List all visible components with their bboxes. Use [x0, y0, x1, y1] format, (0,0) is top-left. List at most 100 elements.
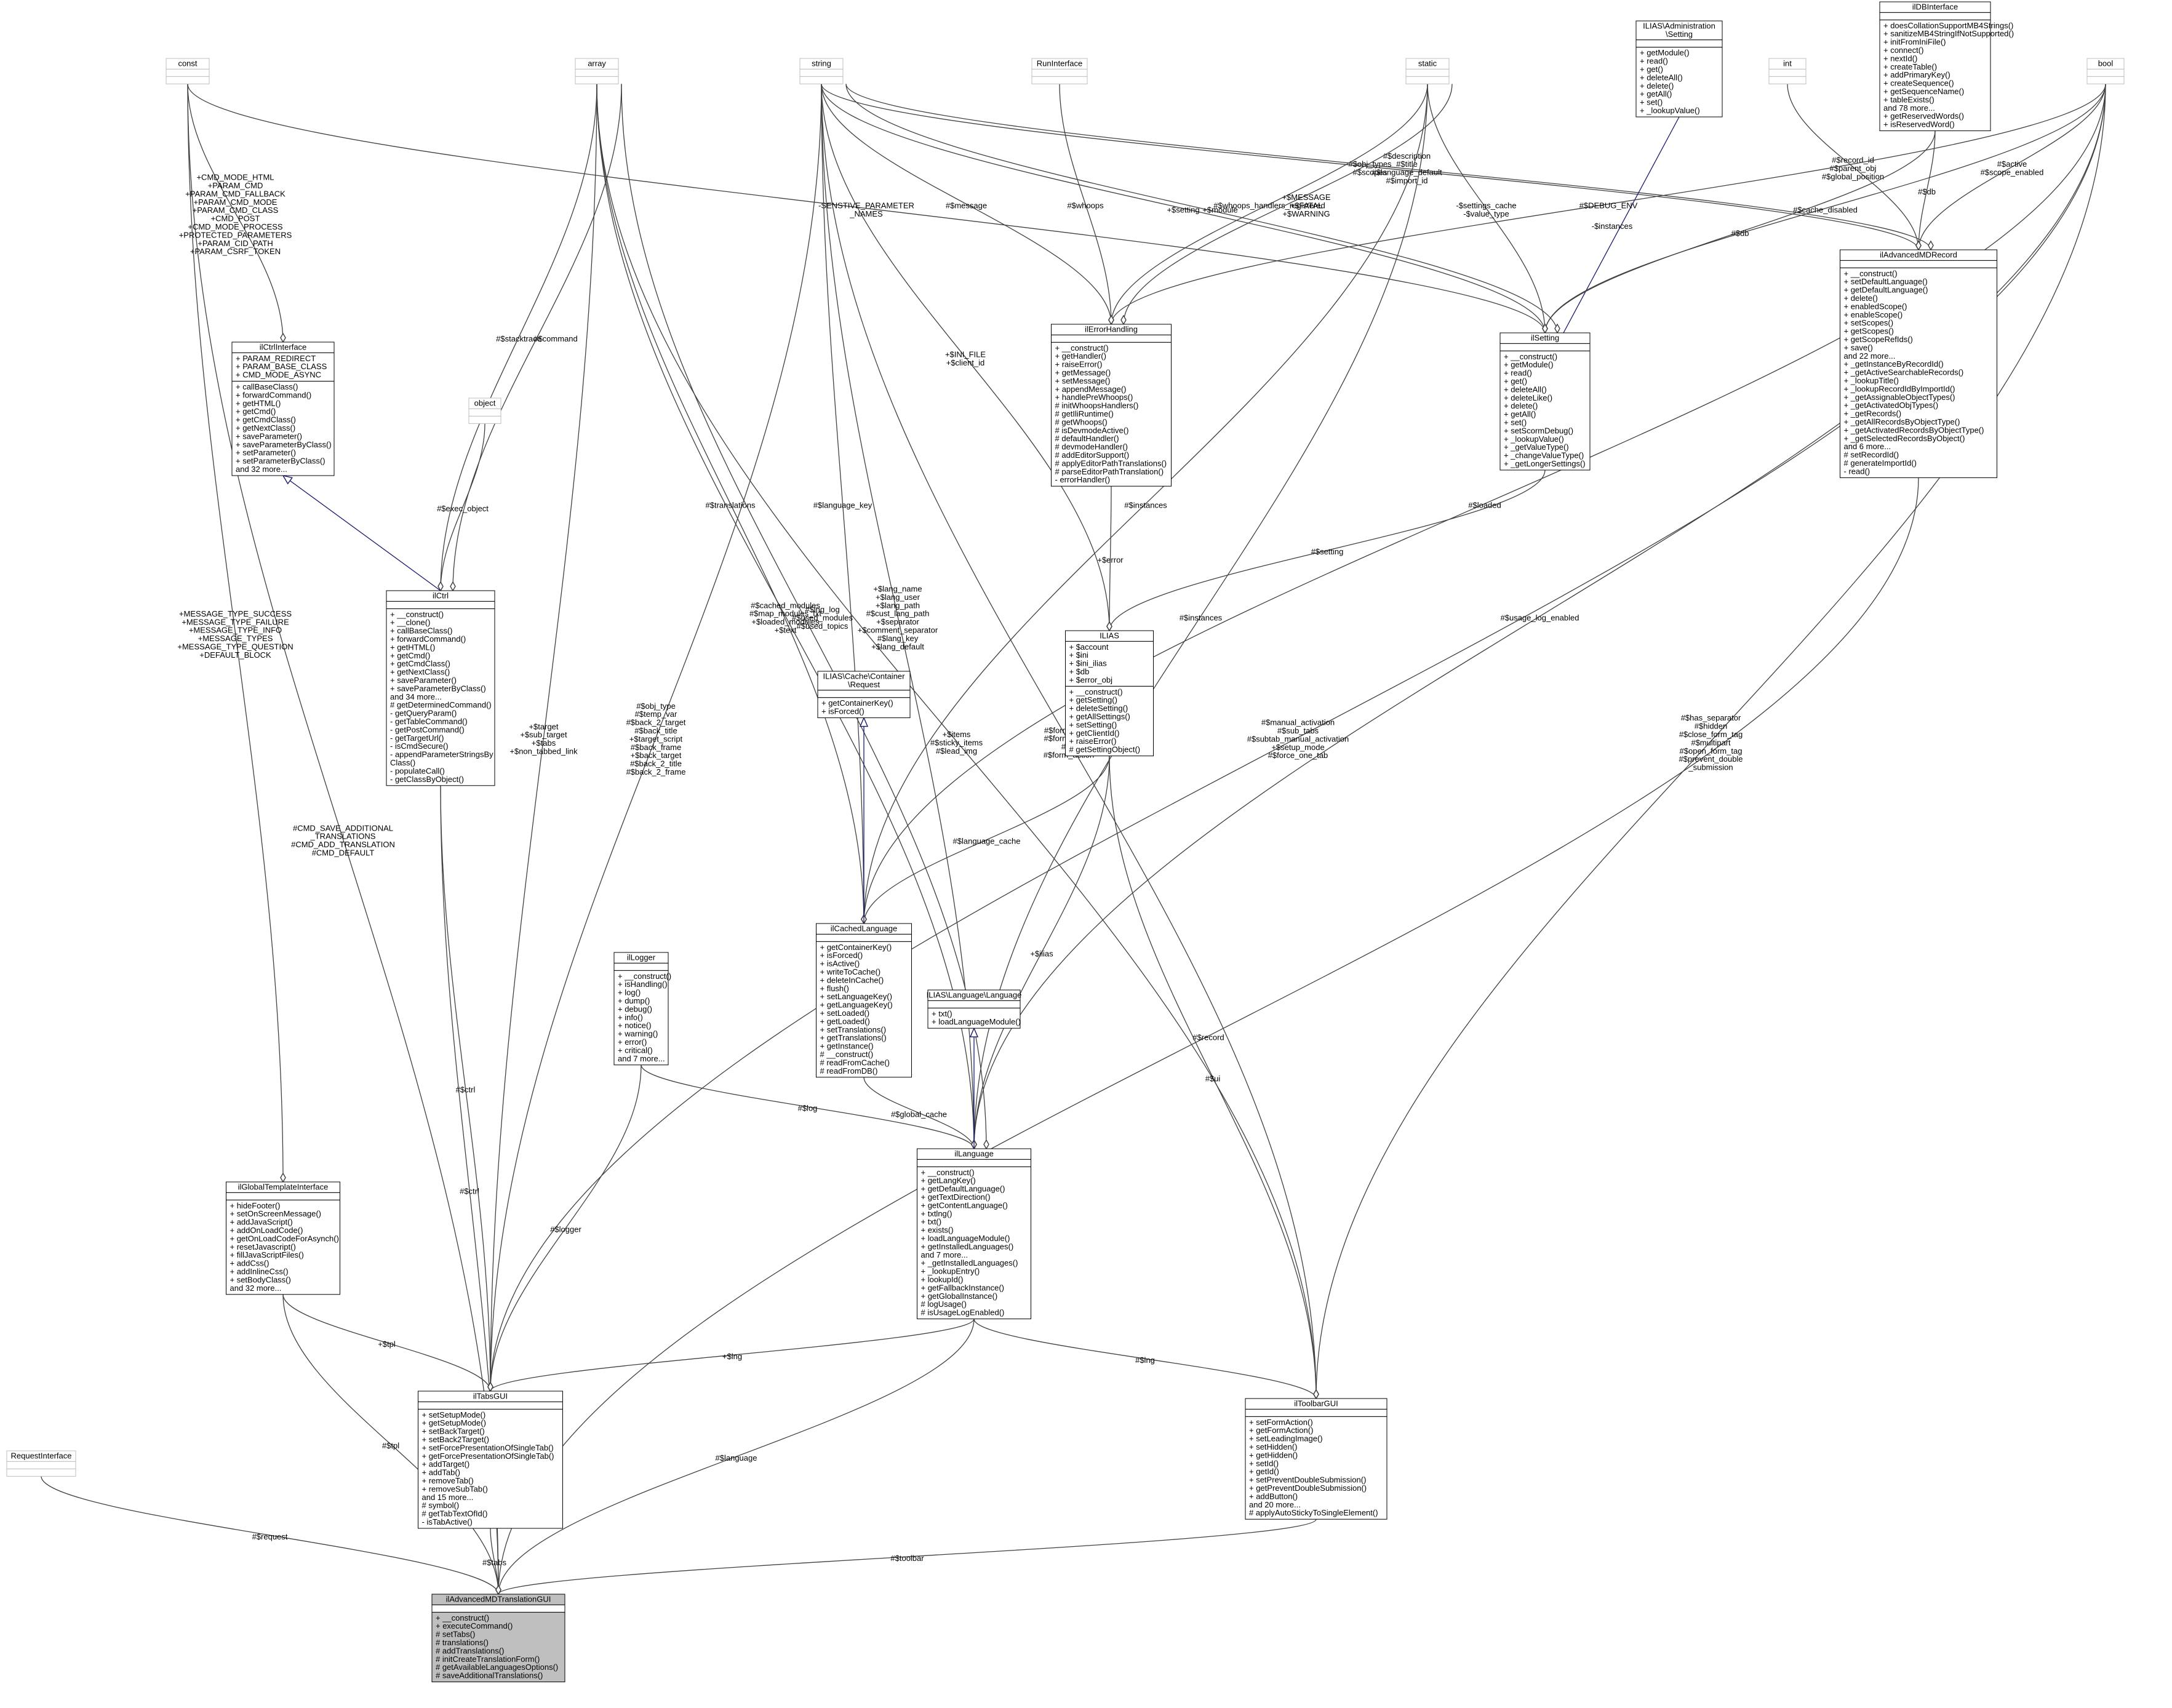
relation-label: #$exec_object — [437, 504, 489, 513]
class-operation: # isUsageLogEnabled() — [921, 1308, 1005, 1317]
class-name: int — [1783, 58, 1792, 68]
class-logger[interactable]: ilLogger+ __construct()+ isHandling()+ l… — [613, 952, 671, 1066]
class-operation: + createSequence() — [1883, 79, 1954, 88]
class-attribute: + $ini — [1069, 650, 1089, 660]
class-operation: + txt() — [932, 1009, 952, 1018]
relation-label: #$toolbar — [890, 1554, 924, 1563]
class-tabs[interactable]: ilTabsGUI+ setSetupMode()+ getSetupMode(… — [418, 1391, 563, 1529]
class-title-box — [817, 671, 911, 691]
class-operations-box — [1635, 47, 1723, 118]
class-array[interactable]: array — [575, 58, 619, 84]
relation-line — [1427, 84, 1545, 333]
class-attributes-box — [1051, 334, 1172, 343]
class-attributes-box — [468, 408, 501, 417]
relation-label: #$back_frame — [631, 743, 681, 752]
class-operation: # applyEditorPathTranslations() — [1055, 458, 1167, 468]
class-operation: # readFromCache() — [820, 1058, 890, 1067]
relation-line — [864, 756, 1110, 924]
class-adminsetting[interactable]: ILIAS\Administration\Setting+ getModule(… — [1635, 20, 1723, 118]
class-cachereq[interactable]: ILIAS\Cache\Container\Request+ getContai… — [817, 671, 911, 719]
class-runint[interactable]: RunInterface — [1031, 58, 1088, 84]
relation-line — [974, 84, 2106, 1149]
class-operation: + setScormDebug() — [1504, 426, 1573, 435]
relation-line — [864, 84, 1428, 924]
class-name: \Request — [848, 680, 880, 689]
relation-line — [498, 1518, 1317, 1594]
class-langint[interactable]: ILIAS\Language\Language+ txt()+ loadLang… — [927, 989, 1022, 1029]
class-bool[interactable]: bool — [2086, 58, 2125, 84]
class-operation: + getForcePresentationOfSingleTab() — [422, 1451, 554, 1461]
class-attributes-box — [1031, 68, 1088, 77]
class-operations-box — [6, 1468, 76, 1477]
class-operation: + _getAllRecordsByObjectType() — [1844, 417, 1960, 426]
class-operation: + handlePreWhoops() — [1055, 393, 1133, 402]
class-operation: + __construct() — [921, 1168, 975, 1177]
class-operation: + deleteSetting() — [1069, 704, 1128, 713]
class-ilias[interactable]: ILIAS+ $account+ $ini+ $ini_ilias+ $db+ … — [1065, 630, 1154, 757]
relation-label: #$open_form_tag — [1680, 746, 1743, 756]
class-operation: + _getLongerSettings() — [1504, 459, 1586, 468]
class-gtpl[interactable]: ilGlobalTemplateInterface+ hideFooter()+… — [226, 1181, 340, 1295]
relation-label: #$record — [1192, 1032, 1224, 1042]
class-operation: + enableScope() — [1844, 310, 1903, 319]
relation-line — [821, 84, 1545, 333]
class-static[interactable]: static — [1405, 58, 1450, 84]
class-attributes-box — [2086, 68, 2125, 77]
relation-line — [490, 84, 597, 1391]
class-int[interactable]: int — [1768, 58, 1807, 84]
relation-line — [1918, 84, 2106, 250]
relation-label: #$hidden — [1695, 722, 1728, 731]
relation-label: +$setting — [1167, 205, 1199, 214]
class-operation: + forwardCommand() — [236, 390, 311, 399]
class-errhand[interactable]: ilErrorHandling+ __construct()+ getHandl… — [1051, 324, 1172, 487]
class-const[interactable]: const — [166, 58, 210, 84]
relation-label: #$tabs — [482, 1558, 507, 1567]
class-operation: + getNextClass() — [236, 423, 295, 433]
class-operation: + callBaseClass() — [236, 382, 298, 391]
class-operation: + createTable() — [1883, 62, 1937, 71]
class-operation: # isDevmodeActive() — [1055, 426, 1129, 435]
class-operations-box — [1031, 76, 1088, 84]
relation-label: #$ui — [1205, 1074, 1221, 1083]
class-operation: + addOnLoadCode() — [230, 1226, 303, 1235]
relation-label: +MESSAGE_TYPE_FAILURE — [182, 617, 289, 626]
class-operation: + setBack2Target() — [422, 1435, 489, 1444]
class-setting[interactable]: ilSetting+ __construct()+ getModule()+ r… — [1499, 332, 1591, 471]
class-operation: + _getSelectedRecordsByObject() — [1844, 434, 1965, 443]
class-lang[interactable]: ilLanguage+ __construct()+ getLangKey()+… — [917, 1148, 1031, 1320]
class-operation: + getTranslations() — [820, 1033, 887, 1042]
class-cachedlang[interactable]: ilCachedLanguage+ getContainerKey()+ isF… — [816, 923, 912, 1078]
class-operation: + _getActivatedObjTypes() — [1844, 401, 1939, 410]
relation-line — [283, 476, 441, 591]
class-name: ilCachedLanguage — [831, 924, 897, 933]
class-ctrlint[interactable]: ilCtrlInterface+ PARAM_REDIRECT+ PARAM_B… — [231, 341, 335, 476]
class-operation: + isForced() — [821, 707, 864, 716]
relation-label: _TRANSLATIONS — [310, 832, 376, 841]
class-operation: + info() — [618, 1013, 643, 1022]
class-operation: + addButton() — [1249, 1491, 1298, 1501]
class-operation: + txt() — [921, 1217, 942, 1226]
class-reqint[interactable]: RequestInterface — [6, 1450, 76, 1477]
class-amdrecord[interactable]: ilAdvancedMDRecord+ __construct()+ setDe… — [1840, 249, 1997, 478]
relation-line — [1545, 130, 1936, 333]
class-operation: - getPostCommand() — [390, 725, 465, 734]
class-operation: + setParameter() — [236, 448, 296, 457]
class-dbint[interactable]: ilDBInterface+ doesCollationSupportMB4St… — [1879, 1, 2014, 132]
class-operations-box — [231, 381, 335, 476]
class-string[interactable]: string — [799, 58, 844, 84]
class-operation: - isCmdSecure() — [390, 741, 449, 751]
class-operations-box — [1499, 350, 1591, 471]
class-operation: + get() — [1640, 65, 1663, 74]
class-operation: # symbol() — [422, 1501, 460, 1510]
relation-label: #$whoops — [1067, 201, 1104, 210]
class-object[interactable]: object — [468, 397, 501, 424]
class-operation: and 34 more... — [390, 692, 442, 701]
class-main[interactable]: ilAdvancedMDTranslationGUI+ __construct(… — [431, 1594, 565, 1683]
class-toolbar[interactable]: ilToolbarGUI+ setFormAction()+ getFormAc… — [1245, 1398, 1387, 1520]
class-operation: + getLanguageKey() — [820, 1000, 893, 1010]
class-attributes-box — [613, 962, 669, 971]
class-name: ilGlobalTemplateInterface — [238, 1182, 329, 1191]
class-operation: + getModule() — [1640, 48, 1690, 57]
class-ctrl[interactable]: ilCtrl+ __construct()+ __clone()+ callBa… — [386, 590, 495, 786]
relation-label: -$instances — [1592, 221, 1633, 231]
